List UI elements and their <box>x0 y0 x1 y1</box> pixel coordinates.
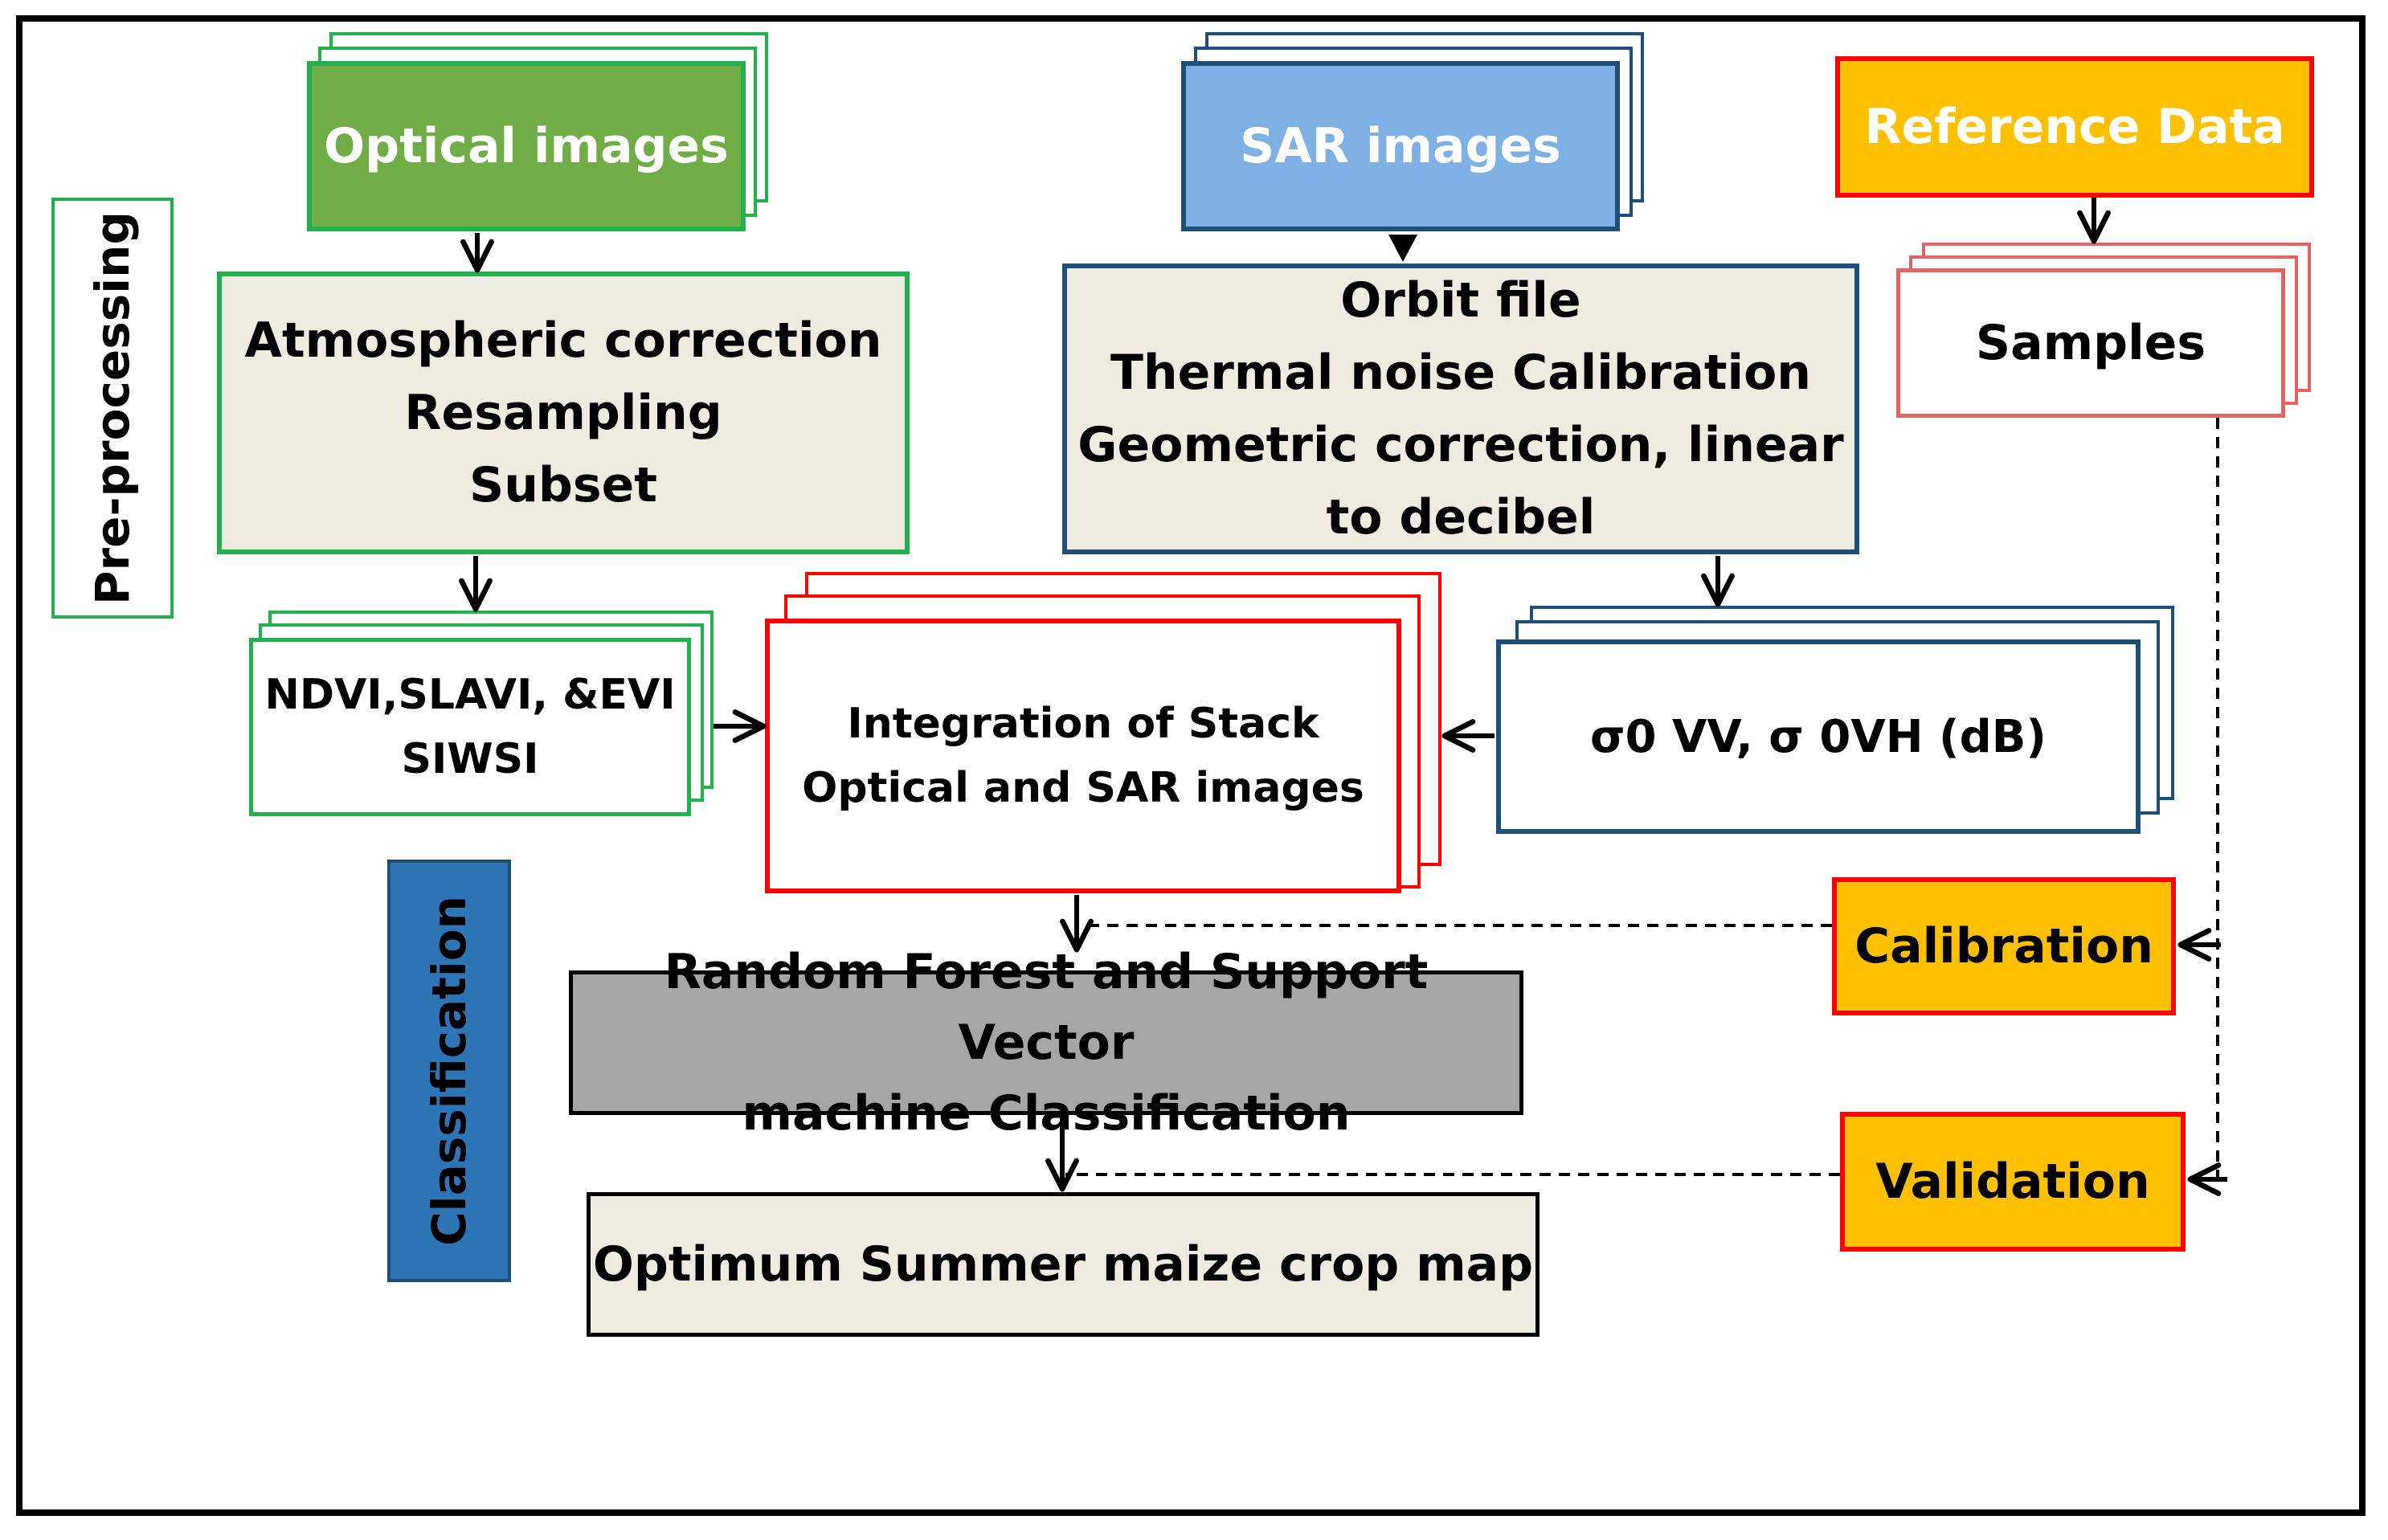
preprocessing-section-label: Pre-processing <box>51 198 174 619</box>
validation-node: Validation <box>1840 1112 2186 1252</box>
sar-images-node: SAR images <box>1181 61 1620 231</box>
classification-section-label: Classification <box>387 860 511 1282</box>
indices-node: NDVI,SLAVI, &EVI SIWSI <box>249 638 691 816</box>
classifier-node: Random Forest and Support Vector machine… <box>569 944 1523 1142</box>
reference-data-node: Reference Data <box>1835 56 2314 198</box>
diagram-frame <box>16 15 2366 1516</box>
optical-preprocessing-node: Atmospheric correction Resampling Subset <box>217 272 910 554</box>
samples-node: Samples <box>1896 268 2285 418</box>
calibration-node: Calibration <box>1832 877 2176 1015</box>
optical-images-node: Optical images <box>307 61 746 231</box>
sar-preprocessing-node: Orbit file Thermal noise Calibration Geo… <box>1062 263 1859 554</box>
arrow-sar-to-preprocessing <box>1388 235 1417 262</box>
output-map-node: Optimum Summer maize crop map <box>587 1192 1540 1337</box>
backscatter-node: σ0 VV, σ 0VH (dB) <box>1496 639 2141 834</box>
integration-node: Integration of Stack Optical and SAR ima… <box>765 619 1401 893</box>
